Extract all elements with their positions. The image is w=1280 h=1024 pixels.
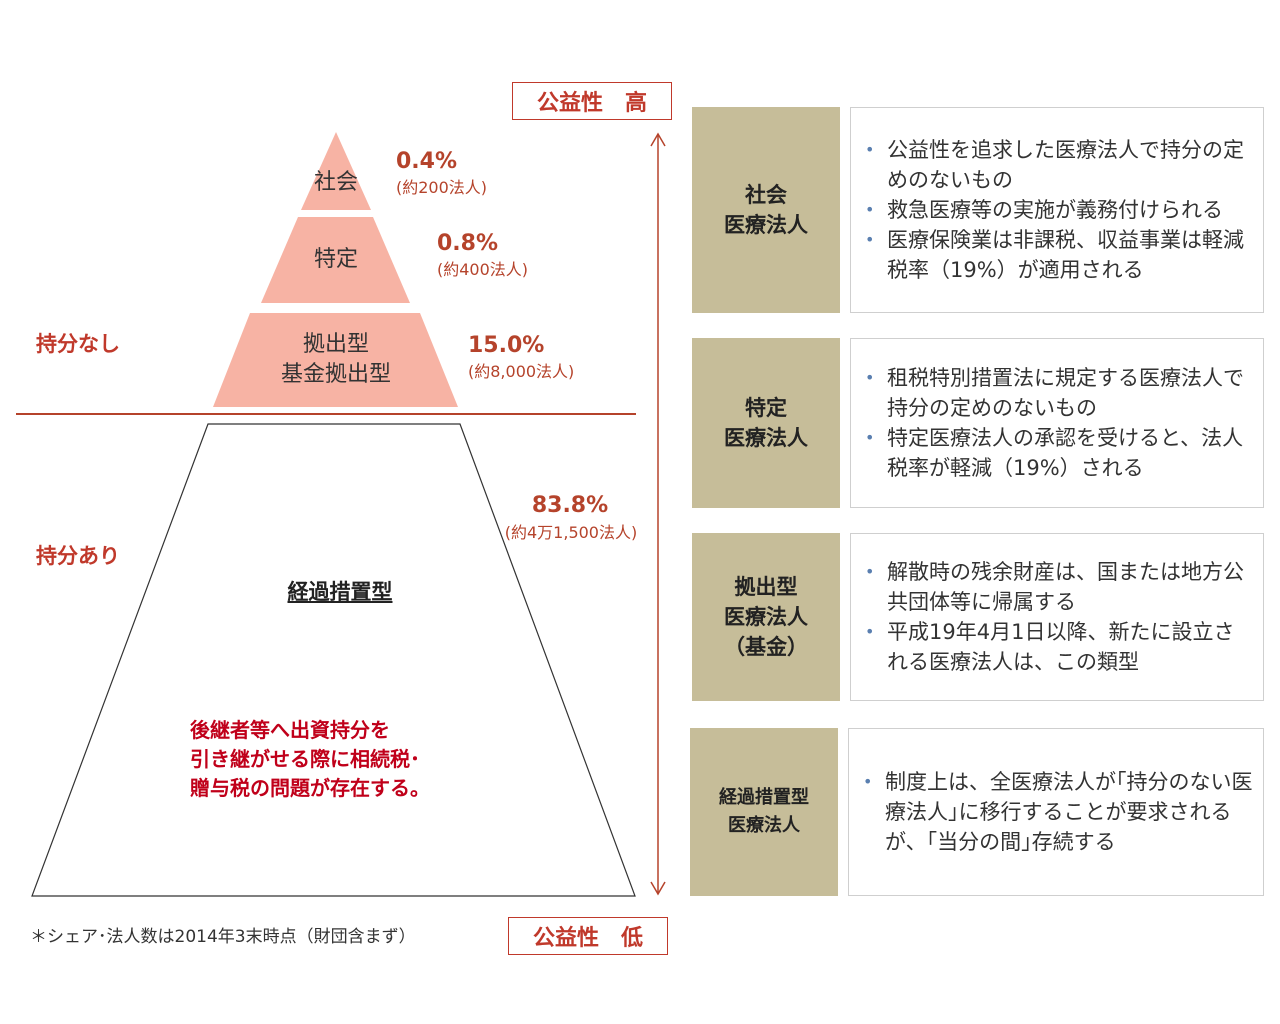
public-interest-high-label: 公益性 高	[512, 82, 672, 120]
count-keika: (約4万1,500法人)	[504, 523, 638, 542]
category-title-line: 特定	[745, 396, 787, 420]
bullet-item: 特定医療法人の承認を受けると、法人税率が軽減（19%）される	[865, 423, 1255, 483]
pct-tokutei: 0.8%	[437, 231, 499, 256]
bullet-item: 救急医療等の実施が義務付けられる	[865, 195, 1255, 225]
category-desc-keika: 制度上は、全医療法人が｢持分のない医療法人｣に移行することが要求されるが、｢当分…	[848, 728, 1264, 896]
segment-label-kyoshutsu-1: 拠出型	[302, 332, 369, 357]
double-arrow	[650, 132, 666, 896]
with-share-label: 持分あり	[36, 544, 120, 568]
pct-keika: 83.8%	[531, 493, 609, 518]
category-title-line: 経過措置型	[719, 787, 809, 808]
bullet-item: 医療保険業は非課税、収益事業は軽減税率（19%）が適用される	[865, 225, 1255, 285]
bullet-item: 租税特別措置法に規定する医療法人で持分の定めのないもの	[865, 363, 1255, 423]
category-desc-tokutei: 租税特別措置法に規定する医療法人で持分の定めのないもの 特定医療法人の承認を受け…	[850, 338, 1264, 508]
pyramid-segment-shakai	[301, 132, 371, 210]
warning-line: 引き継がせる際に相続税･	[190, 747, 420, 771]
segment-label-shakai: 社会	[313, 170, 358, 195]
category-title-line: 社会	[745, 183, 787, 207]
category-title-line: （基金）	[724, 635, 808, 659]
bullet-item: 公益性を追求した医療法人で持分の定めのないもの	[865, 135, 1255, 195]
no-share-label: 持分なし	[36, 332, 120, 356]
warning-text: 後継者等へ出資持分を 引き継がせる際に相続税･ 贈与税の問題が存在する。	[190, 716, 430, 803]
footnote: ＊シェア･法人数は2014年3末時点（財団含まず）	[30, 927, 416, 947]
category-title-line: 医療法人	[728, 815, 800, 836]
category-title-line: 拠出型	[734, 575, 798, 599]
category-title-line: 医療法人	[724, 213, 808, 237]
warning-line: 後継者等へ出資持分を	[190, 718, 390, 742]
pyramid-segment-kyoshutsu	[213, 313, 458, 407]
category-title-keika: 経過措置型医療法人	[690, 728, 838, 896]
category-title-shakai: 社会医療法人	[692, 107, 840, 313]
bullet-item: 制度上は、全医療法人が｢持分のない医療法人｣に移行することが要求されるが、｢当分…	[863, 767, 1255, 857]
segment-label-kyoshutsu-2: 基金拠出型	[280, 362, 391, 387]
category-title-kyoshutsu: 拠出型医療法人 （基金）	[692, 533, 840, 701]
count-shakai: (約200法人)	[396, 178, 488, 197]
warning-line: 贈与税の問題が存在する。	[190, 776, 430, 800]
public-interest-low-label: 公益性 低	[508, 917, 668, 955]
count-tokutei: (約400法人)	[437, 260, 529, 279]
pct-kyoshutsu: 15.0%	[468, 333, 545, 358]
pyramid-segment-tokutei	[261, 217, 410, 303]
category-desc-shakai: 公益性を追求した医療法人で持分の定めのないもの 救急医療等の実施が義務付けられる…	[850, 107, 1264, 313]
category-title-tokutei: 特定医療法人	[692, 338, 840, 508]
pct-shakai: 0.4%	[396, 149, 458, 174]
count-kyoshutsu: (約8,000法人)	[468, 362, 575, 381]
bullet-item: 平成19年4月1日以降、新たに設立される医療法人は、この類型	[865, 617, 1255, 677]
segment-label-keika: 経過措置型	[287, 580, 393, 604]
pyramid-segment-keika	[31, 423, 636, 897]
bullet-item: 解散時の残余財産は、国または地方公共団体等に帰属する	[865, 557, 1255, 617]
category-desc-kyoshutsu: 解散時の残余財産は、国または地方公共団体等に帰属する 平成19年4月1日以降、新…	[850, 533, 1264, 701]
segment-label-tokutei: 特定	[313, 247, 358, 272]
category-title-line: 医療法人	[724, 426, 808, 450]
category-title-line: 医療法人	[724, 605, 808, 629]
